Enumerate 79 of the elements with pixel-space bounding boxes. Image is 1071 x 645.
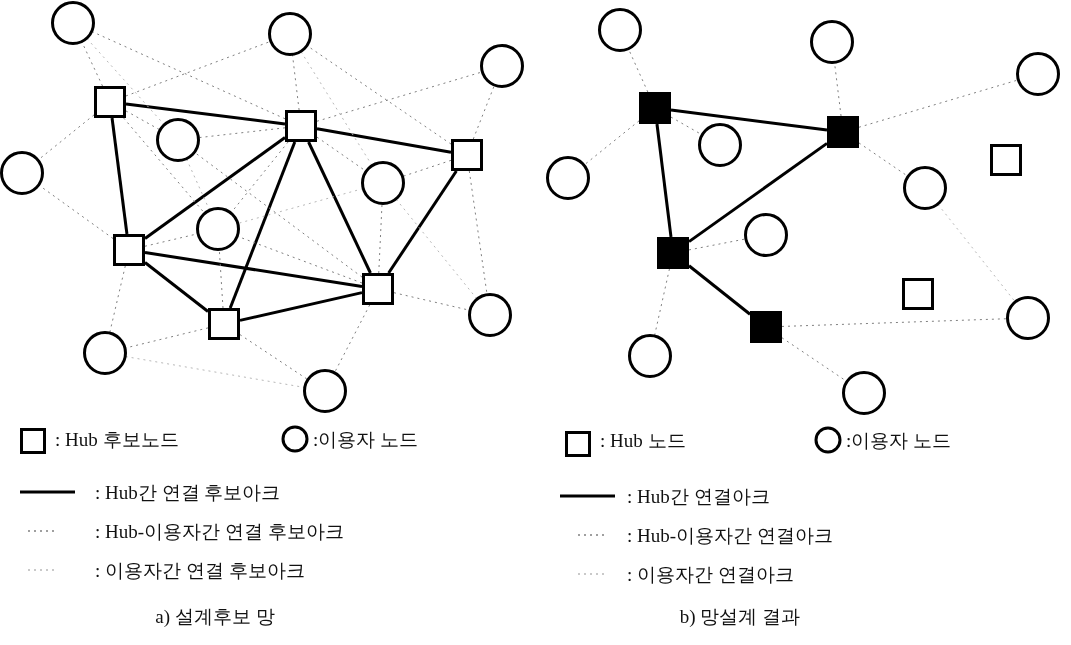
hub-node-square bbox=[113, 234, 145, 266]
user-node-circle bbox=[546, 156, 590, 200]
hub-node-square bbox=[451, 139, 483, 171]
connector-line bbox=[228, 141, 297, 309]
dotted-line bbox=[109, 265, 126, 334]
legend-text: :이용자 노드 bbox=[313, 430, 419, 449]
dotted-line bbox=[316, 71, 483, 122]
dotted-line bbox=[402, 159, 452, 177]
connector-line bbox=[688, 142, 828, 243]
hub-node-square bbox=[639, 92, 671, 124]
user-node-circle bbox=[0, 151, 44, 195]
connector-line bbox=[144, 261, 209, 313]
dotted-line bbox=[858, 79, 1019, 128]
dotted-line bbox=[472, 85, 495, 140]
caption: b) 망설계 결과 bbox=[679, 607, 801, 626]
connector-line bbox=[316, 127, 452, 154]
hub-node-square bbox=[902, 278, 934, 310]
legend-text: : Hub-이용자간 연결아크 bbox=[627, 526, 833, 545]
legend-text: : Hub 후보노드 bbox=[55, 430, 179, 449]
dotted-line bbox=[125, 110, 161, 131]
dotted-line bbox=[654, 268, 670, 336]
dotted-line bbox=[125, 40, 271, 97]
dotted-line bbox=[239, 334, 308, 380]
user-node-circle bbox=[1006, 296, 1050, 340]
user-node-circle bbox=[51, 1, 95, 45]
hub-node-square bbox=[94, 86, 126, 118]
hub-node-square bbox=[657, 237, 689, 269]
connector-line bbox=[655, 123, 673, 238]
dotted-line bbox=[583, 120, 640, 166]
hub-node-square bbox=[208, 308, 240, 340]
dotted-line bbox=[468, 170, 488, 295]
legend-text: :이용자 노드 bbox=[846, 431, 952, 450]
dotted-line bbox=[688, 238, 746, 251]
dotted-line bbox=[781, 318, 1008, 327]
dotted-line bbox=[937, 203, 1016, 303]
user-node-circle bbox=[810, 20, 854, 64]
user-node-circle bbox=[303, 369, 347, 413]
user-node-circle bbox=[268, 12, 312, 56]
connector-line bbox=[144, 136, 286, 240]
user-node-circle bbox=[698, 123, 742, 167]
dotted-line bbox=[198, 127, 286, 139]
caption: a) 설계후보 망 bbox=[155, 607, 275, 626]
connector-line bbox=[307, 141, 372, 274]
dotted-line bbox=[218, 249, 224, 309]
dotted-line bbox=[395, 198, 478, 300]
hub-node-square bbox=[362, 273, 394, 305]
hub-node-square bbox=[990, 144, 1022, 176]
legend-text: : Hub간 연결 후보아크 bbox=[95, 483, 281, 502]
user-node-circle bbox=[361, 161, 405, 205]
connector-line bbox=[125, 102, 286, 126]
user-node-circle bbox=[83, 331, 127, 375]
user-node-circle bbox=[468, 293, 512, 337]
legend-text: : Hub-이용자간 연결 후보아크 bbox=[95, 522, 344, 541]
user-node-circle bbox=[598, 8, 642, 52]
dotted-line bbox=[194, 152, 363, 278]
user-node-circle bbox=[903, 166, 947, 210]
dotted-line bbox=[378, 203, 383, 274]
connector-line bbox=[387, 170, 458, 274]
hub-node-square bbox=[827, 116, 859, 148]
connector-line bbox=[239, 291, 363, 322]
legend-text: : Hub간 연결아크 bbox=[627, 487, 770, 506]
user-node-circle bbox=[842, 371, 886, 415]
dotted-line bbox=[123, 117, 205, 214]
connector-line bbox=[670, 108, 828, 132]
hub-node-square bbox=[750, 311, 782, 343]
user-node-circle bbox=[480, 44, 524, 88]
legend-text: : Hub 노드 bbox=[600, 431, 686, 450]
user-node-circle bbox=[1016, 52, 1060, 96]
legend-text: : 이용자간 연결아크 bbox=[627, 565, 794, 584]
user-node-circle bbox=[156, 118, 200, 162]
connector-line bbox=[688, 264, 751, 316]
user-node-circle bbox=[196, 207, 240, 251]
legend-text: : 이용자간 연결 후보아크 bbox=[95, 561, 305, 580]
user-node-circle bbox=[744, 213, 788, 257]
connector-line bbox=[110, 117, 129, 235]
hub-node-square bbox=[285, 110, 317, 142]
user-node-circle bbox=[628, 334, 672, 378]
dotted-line bbox=[334, 304, 371, 373]
connector-line bbox=[144, 251, 363, 288]
